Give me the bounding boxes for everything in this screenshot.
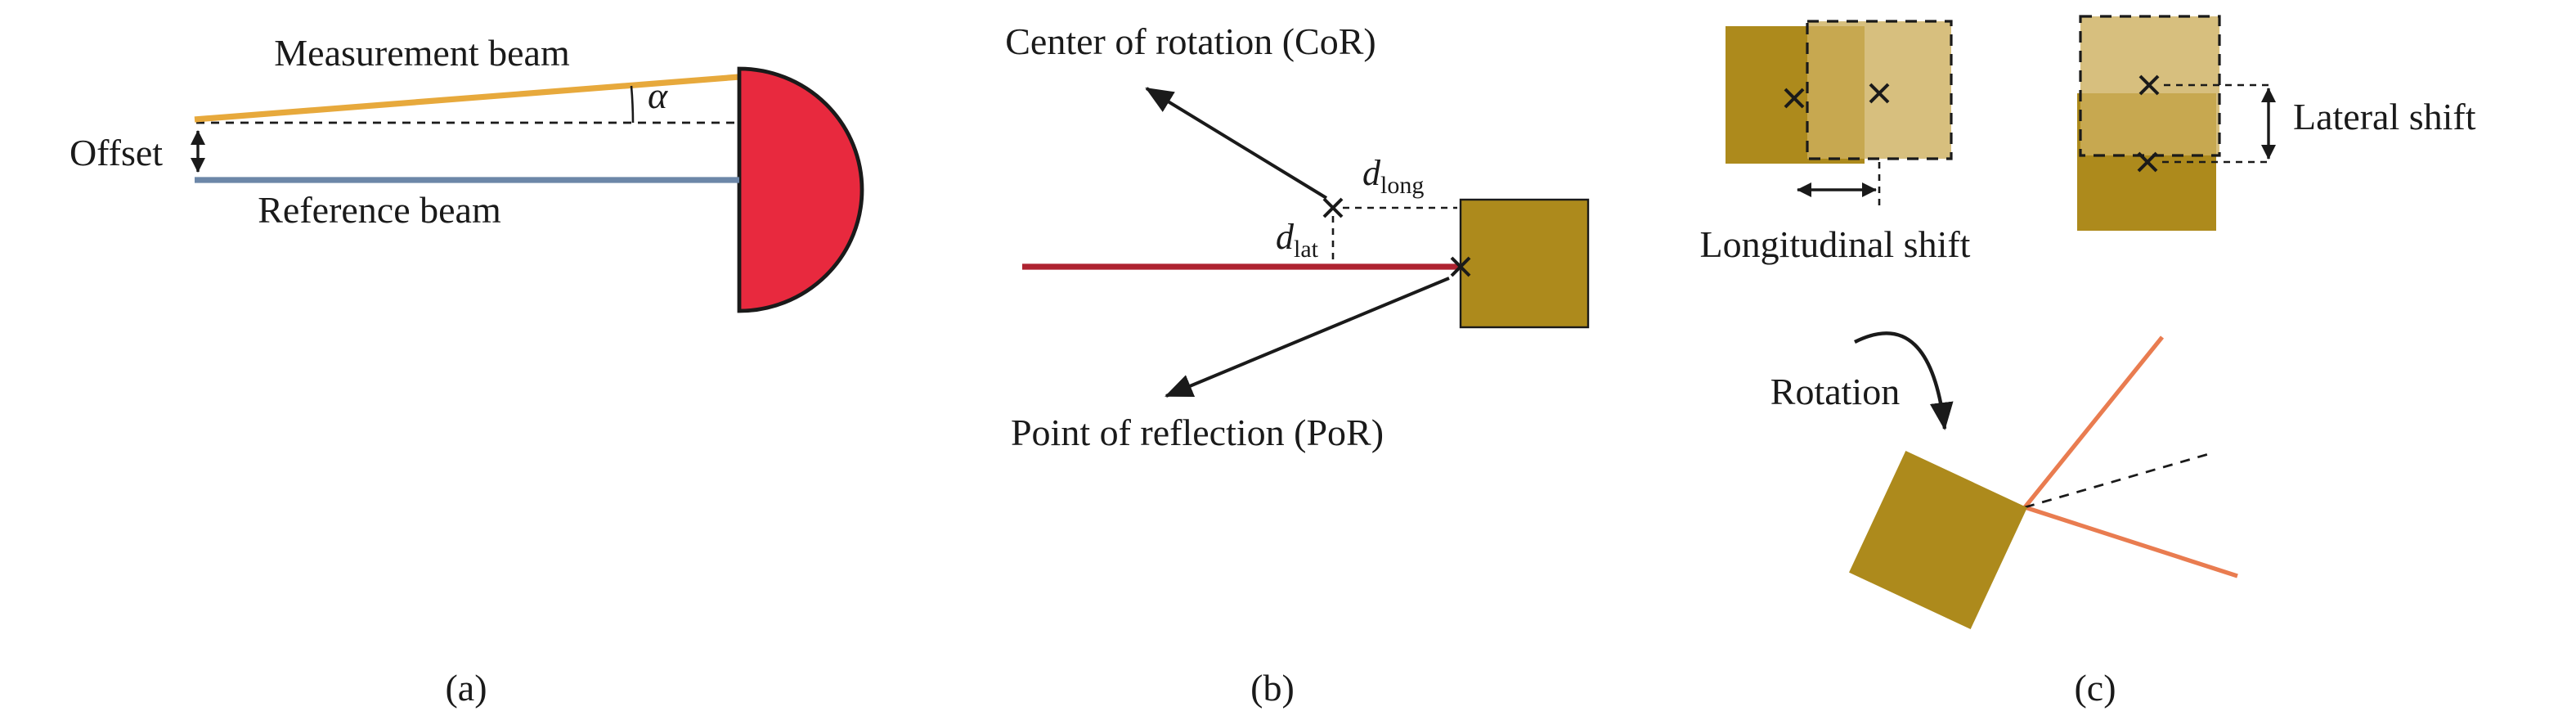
cor-label: Center of rotation (CoR)	[1005, 20, 1376, 62]
rotation-label: Rotation	[1770, 371, 1900, 412]
original-ray-dashed	[2024, 452, 2212, 509]
center-cross-original-longitudinal	[1784, 88, 1805, 109]
rotation-curved-arrow	[1854, 331, 1954, 430]
por-arrow	[1165, 277, 1450, 398]
panel-a-caption: (a)	[445, 667, 487, 709]
panel-c-caption: (c)	[2074, 667, 2116, 709]
panel-b-caption: (b)	[1250, 667, 1295, 709]
d-long-label: dlong	[1362, 153, 1424, 199]
cor-cross-marker	[1322, 197, 1344, 218]
panel-c: Longitudinal shift Lateral shift Rotatio…	[1700, 15, 2476, 709]
center-cross-shifted-lateral	[2138, 74, 2160, 96]
lateral-shift-label: Lateral shift	[2293, 96, 2476, 137]
longitudinal-shift-group: Longitudinal shift	[1700, 20, 1971, 265]
target-shifted-square-longitudinal	[1806, 20, 1953, 160]
measurement-beam-label: Measurement beam	[274, 32, 570, 74]
target-mirror-square	[1459, 198, 1590, 329]
panel-a: α Measurement beam Offset Reference beam…	[70, 32, 864, 709]
por-label: Point of reflection (PoR)	[1011, 412, 1384, 453]
rotated-ray-upper	[2022, 335, 2165, 509]
reference-beam-label: Reference beam	[258, 189, 501, 231]
measurement-beam-line	[194, 74, 740, 123]
lateral-shift-group: Lateral shift	[2077, 15, 2476, 231]
center-cross-original-lateral	[2137, 151, 2158, 173]
por-cross-marker	[1450, 256, 1471, 277]
panel-b: dlong dlat Center of rotation (CoR) Poin…	[1005, 20, 1590, 709]
cor-arrow	[1145, 87, 1328, 200]
detector-semicircle	[737, 66, 864, 313]
offset-label: Offset	[70, 132, 163, 173]
rotated-ray-lower	[2024, 505, 2238, 578]
rotation-group: Rotation	[1770, 331, 2238, 629]
angle-arc	[630, 85, 635, 124]
angle-alpha-label: α	[648, 74, 668, 116]
longitudinal-shift-label: Longitudinal shift	[1700, 223, 1971, 265]
rotated-target-square	[1849, 451, 2027, 629]
center-cross-shifted-longitudinal	[1869, 83, 1890, 104]
d-lat-label: dlat	[1276, 217, 1319, 263]
